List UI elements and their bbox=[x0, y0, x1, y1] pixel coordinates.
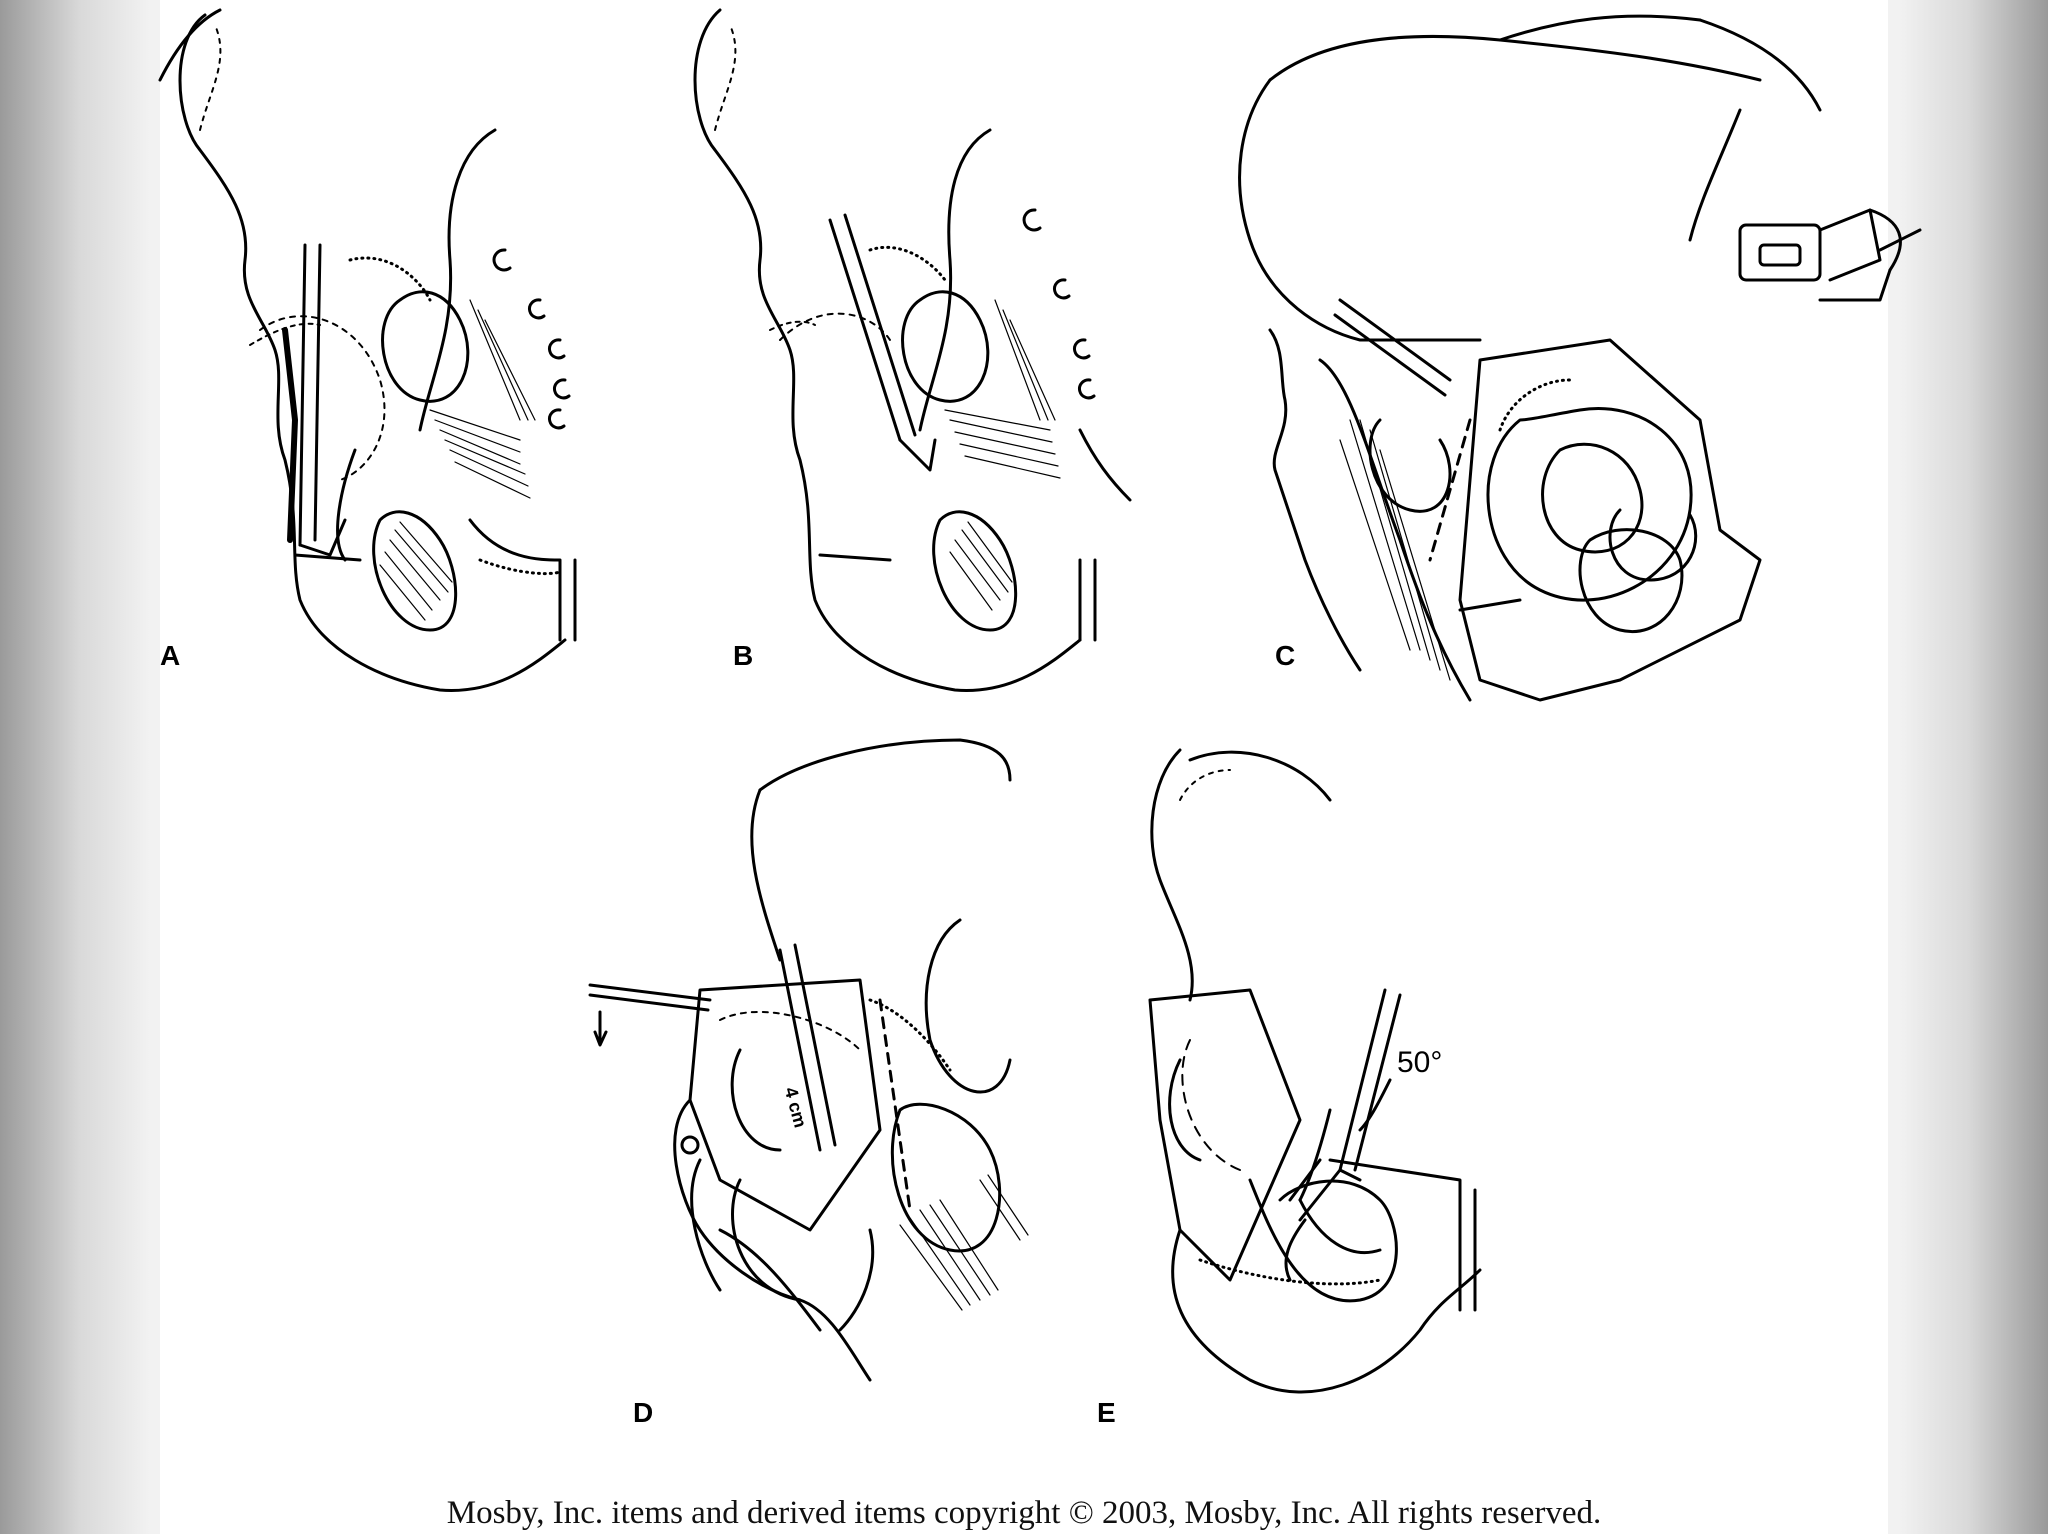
panel-label-e: E bbox=[1097, 1397, 1116, 1428]
figure-c-pelvis bbox=[1238, 14, 1922, 702]
panel-label-d: D bbox=[633, 1397, 654, 1428]
figure-d-pelvis bbox=[588, 738, 1029, 1382]
panel-label-b: B bbox=[733, 640, 754, 671]
copyright-notice: Mosby, Inc. items and derived items copy… bbox=[446, 1495, 1602, 1531]
figure-b-pelvis bbox=[693, 8, 1132, 692]
panel-label-c: C bbox=[1275, 640, 1296, 671]
illustration-panel bbox=[160, 0, 1888, 1534]
angle-label: 50° bbox=[1397, 1046, 1443, 1079]
panel-label-a: A bbox=[160, 640, 181, 671]
figure-a-pelvis bbox=[158, 8, 577, 692]
figure-e-pelvis bbox=[1148, 748, 1482, 1394]
